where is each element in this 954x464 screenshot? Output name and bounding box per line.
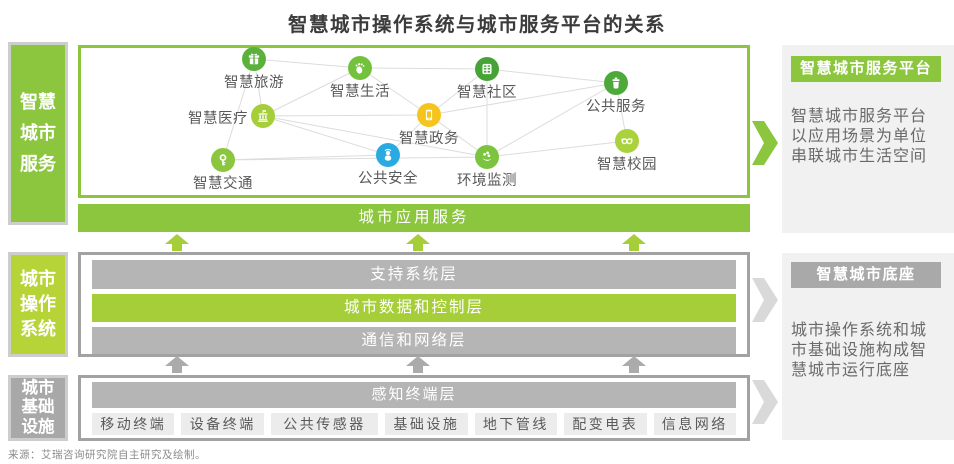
right-chevron-icon (752, 278, 778, 322)
panel-smart-city-service-platform: 智慧城市服务平台 智慧城市服务平台以应用场景为单位串联城市生活空间 (782, 45, 954, 233)
sidebar-label: 智慧城市服务 (20, 92, 56, 174)
terminal-device: 设备终端 (181, 413, 264, 435)
trash-bin-icon (604, 71, 628, 95)
eco-monitor-icon (475, 145, 499, 169)
layer-perception-terminal: 感知终端层 (92, 382, 736, 408)
layer-communication-network: 通信和网络层 (92, 327, 736, 354)
panel-smart-city-base: 智慧城市底座 城市操作系统和城市基础设施构成智慧城市运行底座 (782, 253, 954, 440)
page-title: 智慧城市操作系统与城市服务平台的关系 (287, 14, 666, 36)
panel-body: 智慧城市服务平台以应用场景为单位串联城市生活空间 (791, 108, 928, 165)
panel-body: 城市操作系统和城市基础设施构成智慧城市运行底座 (791, 322, 928, 379)
city-infrastructure-box: 感知终端层 移动终端 设备终端 公共传感器 基础设施 地下管线 配变电表 信息网… (78, 375, 750, 441)
node-label: 智慧交通 (193, 176, 253, 192)
layer-city-data-control: 城市数据和控制层 (92, 294, 736, 322)
tablet-icon (417, 103, 441, 127)
city-os-box: 支持系统层 城市数据和控制层 通信和网络层 (78, 252, 750, 357)
sidebar-item-city-infrastructure: 城市基础设施 (8, 375, 68, 441)
sidebar-label: 城市操作系统 (20, 269, 56, 339)
node-label: 公共服务 (586, 99, 646, 115)
right-chevron-icon (752, 121, 778, 165)
service-network-box: 智慧旅游 智慧生活 智慧社区 公共服务 智慧医疗 智慧政务 公共安全 环境监测 (78, 45, 750, 198)
node-label: 环境监测 (457, 173, 517, 189)
node-label: 智慧社区 (457, 85, 517, 101)
sidebar-label: 城市基础设施 (21, 378, 55, 436)
terminal-information-network: 信息网络 (653, 413, 737, 435)
city-application-services-bar: 城市应用服务 (78, 204, 750, 232)
node-label: 智慧政务 (399, 131, 459, 147)
terminal-public-sensor: 公共传感器 (270, 413, 379, 435)
node-label: 公共安全 (358, 171, 418, 187)
node-label: 智慧校园 (597, 157, 657, 173)
layer-support-system: 支持系统层 (92, 260, 736, 289)
building-grid-icon (475, 57, 499, 81)
source-note: 来源：艾瑞咨询研究院自主研究及绘制。 (8, 449, 206, 461)
terminal-mobile: 移动终端 (92, 413, 175, 435)
node-label: 智慧生活 (330, 84, 390, 100)
terminal-underground-pipeline: 地下管线 (474, 413, 558, 435)
key-icon (211, 148, 235, 172)
person-icon (376, 143, 400, 167)
right-chevron-icon (752, 380, 778, 424)
sidebar-item-smart-city-services: 智慧城市服务 (8, 42, 68, 225)
panel-header: 智慧城市底座 (791, 262, 941, 288)
terminal-row: 移动终端 设备终端 公共传感器 基础设施 地下管线 配变电表 信息网络 (92, 413, 737, 435)
glasses-icon (615, 129, 639, 153)
gift-icon (242, 47, 266, 71)
footprint-icon (348, 56, 372, 80)
hospital-icon (251, 104, 275, 128)
node-label: 智慧旅游 (224, 75, 284, 91)
sidebar-item-city-os: 城市操作系统 (8, 252, 68, 357)
terminal-infrastructure: 基础设施 (385, 413, 468, 435)
node-label: 智慧医疗 (188, 111, 248, 127)
terminal-distribution-meter: 配变电表 (564, 413, 647, 435)
panel-header: 智慧城市服务平台 (791, 56, 941, 82)
